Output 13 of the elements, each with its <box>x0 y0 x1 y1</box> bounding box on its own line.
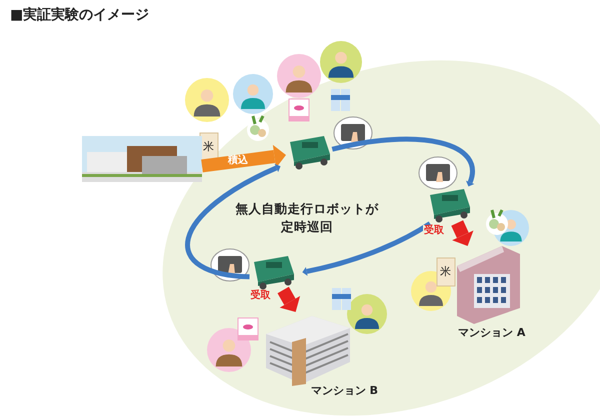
title: ■実証実験のイメージ <box>10 6 150 24</box>
caption-text: 無人自動走行ロボットが定時巡回 <box>234 200 380 236</box>
arrow <box>278 286 300 312</box>
loop-track-arrow <box>185 164 280 280</box>
building-label: マンション B <box>310 383 378 398</box>
arrow <box>201 144 286 172</box>
loop-track-arrow <box>332 136 475 187</box>
edge-label: 受取 <box>422 225 445 238</box>
edge-label: 積込 <box>228 156 248 166</box>
arrow <box>451 220 474 246</box>
building-label: マンション A <box>458 325 526 340</box>
store-building-drawing <box>82 136 202 182</box>
edge-label: 受取 <box>250 290 272 302</box>
